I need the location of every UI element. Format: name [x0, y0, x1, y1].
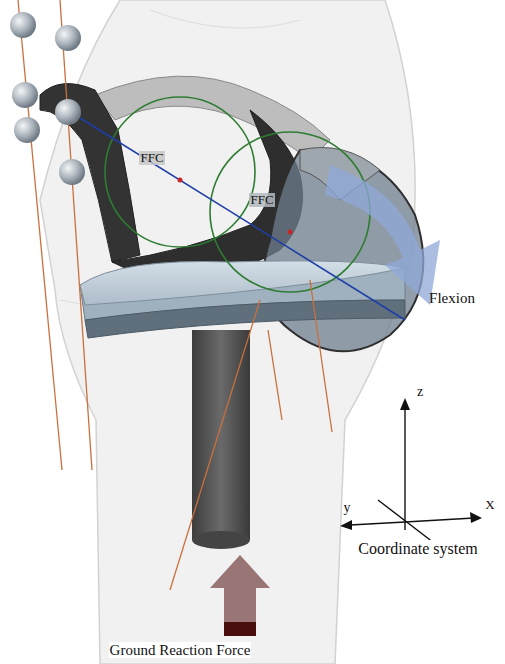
ffc-circle — [210, 132, 370, 292]
marker-spheres — [10, 12, 85, 185]
posterior-flange — [40, 84, 140, 262]
flexion-axis — [80, 118, 405, 320]
ffc-label: FFC — [249, 193, 274, 207]
marker-lines — [18, 0, 332, 590]
coordinate-axes — [340, 398, 482, 546]
axis-label: X — [484, 498, 495, 512]
axis-label: y — [343, 500, 352, 515]
ffc-circle — [105, 97, 255, 247]
ffc-center — [288, 230, 293, 235]
flexion-arrow — [325, 165, 440, 305]
stem-end — [192, 531, 250, 549]
force-label: Ground Reaction Force — [109, 642, 252, 659]
flexion-label: Flexion — [428, 290, 476, 307]
force-arrow — [210, 555, 270, 622]
ffc-label: FFC — [139, 151, 164, 165]
force-arrow-base — [224, 622, 256, 636]
tibial-tray-top — [80, 261, 405, 305]
femoral-box — [95, 76, 330, 160]
axis-label: z — [416, 384, 424, 399]
ffc-center — [178, 178, 183, 183]
caption-label: Coordinate system — [357, 540, 479, 558]
